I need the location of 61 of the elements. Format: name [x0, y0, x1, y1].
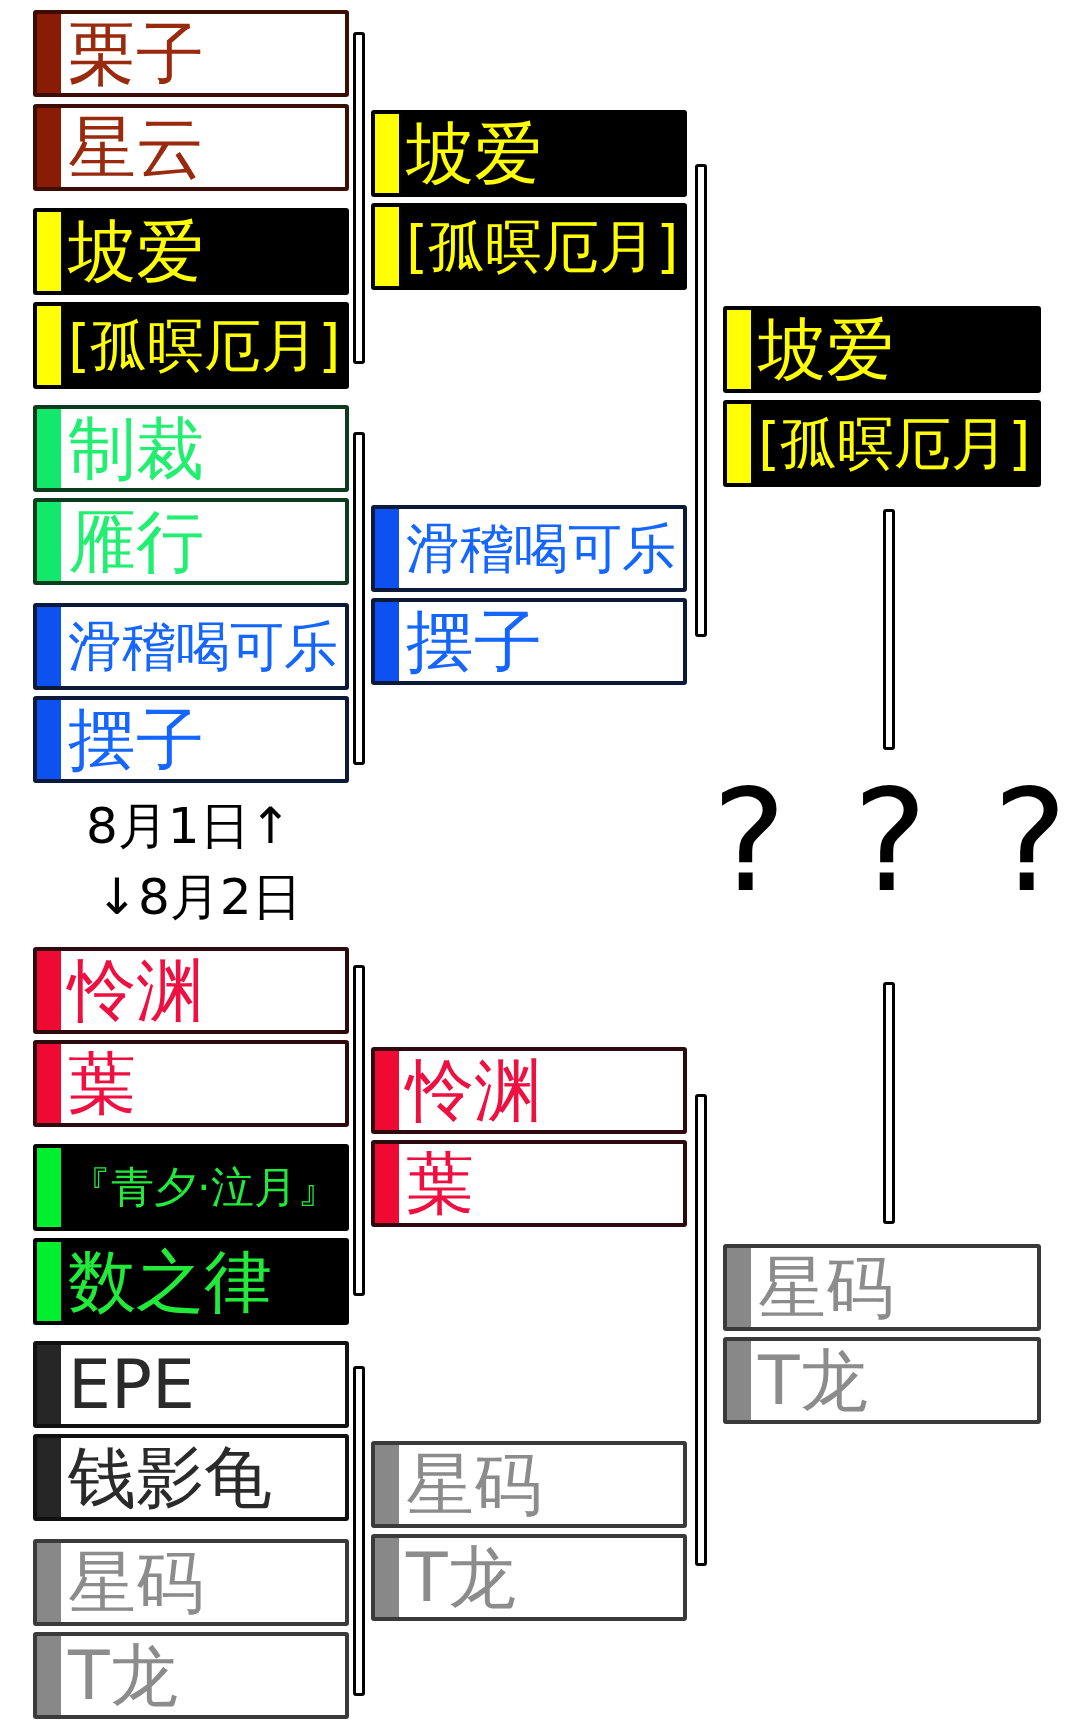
- player-name: T龙: [68, 1641, 178, 1710]
- player-name: 星码: [758, 1253, 894, 1322]
- player-card: [33, 1238, 349, 1325]
- date-label: ↓8月2日: [96, 872, 302, 922]
- player-card: [33, 696, 349, 783]
- player-name: 葉: [68, 1049, 136, 1118]
- question-mark: ?: [853, 772, 928, 912]
- player-card: [371, 1534, 687, 1621]
- player-name: 怜渊: [406, 1056, 542, 1125]
- player-card: [33, 302, 349, 389]
- player-card: [371, 598, 687, 685]
- player-name: 怜渊: [68, 956, 204, 1025]
- player-name: 摆子: [68, 705, 204, 774]
- player-card: [33, 1341, 349, 1428]
- player-name: T龙: [406, 1543, 516, 1612]
- player-name: EPE: [68, 1350, 195, 1419]
- player-card: [33, 947, 349, 1034]
- player-name: 滑稽喝可乐: [68, 619, 338, 674]
- player-card: [33, 405, 349, 492]
- player-name: 『青夕·泣月』: [68, 1166, 340, 1209]
- player-name: 制裁: [68, 414, 204, 483]
- player-card: [723, 1244, 1041, 1331]
- player-name: 星码: [406, 1450, 542, 1519]
- player-name: 钱影龟: [68, 1443, 272, 1512]
- player-card: [33, 498, 349, 585]
- player-name: 星码: [68, 1548, 204, 1617]
- player-name: 滑稽喝可乐: [406, 521, 676, 576]
- player-card: [33, 603, 349, 690]
- player-name: [孤暝厄月]: [406, 218, 679, 275]
- player-card: [371, 505, 687, 592]
- player-card: [33, 1434, 349, 1521]
- player-card: [371, 110, 687, 197]
- player-name: 坡爱: [406, 119, 542, 188]
- player-name: [孤暝厄月]: [758, 415, 1031, 472]
- player-card: [371, 203, 687, 290]
- player-name: 星云: [68, 113, 204, 182]
- player-card: [33, 1040, 349, 1127]
- question-mark: ?: [712, 772, 787, 912]
- player-card: [33, 208, 349, 295]
- player-name: 葉: [406, 1149, 474, 1218]
- player-card: [723, 306, 1041, 393]
- player-name: 摆子: [406, 607, 542, 676]
- player-card: [33, 10, 349, 97]
- player-name: 坡爱: [68, 217, 204, 286]
- player-card: [371, 1140, 687, 1227]
- player-card: [371, 1441, 687, 1528]
- player-name: 坡爱: [758, 315, 894, 384]
- player-card: [33, 1539, 349, 1626]
- player-card: [723, 400, 1041, 487]
- question-mark: ?: [993, 772, 1068, 912]
- player-card: [371, 1047, 687, 1134]
- player-card: [33, 1632, 349, 1719]
- player-name: 雁行: [68, 507, 204, 576]
- player-name: 栗子: [68, 19, 204, 88]
- player-name: [孤暝厄月]: [68, 317, 341, 374]
- date-label: 8月1日↑: [86, 801, 292, 851]
- player-name: T龙: [758, 1346, 868, 1415]
- player-name: 数之律: [68, 1247, 272, 1316]
- player-card: [33, 1144, 349, 1231]
- player-card: [33, 104, 349, 191]
- player-card: [723, 1337, 1041, 1424]
